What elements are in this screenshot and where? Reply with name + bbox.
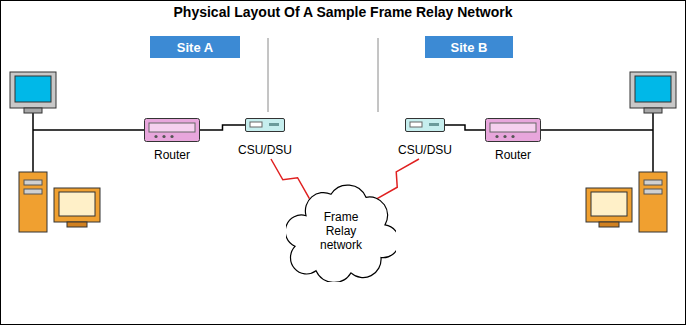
monitor-body bbox=[586, 188, 632, 222]
monitor-body bbox=[10, 72, 56, 108]
serial-cable bbox=[200, 125, 245, 130]
device-label: CSU/DSU bbox=[398, 143, 452, 157]
diagram-title: Physical Layout Of A Sample Frame Relay … bbox=[0, 4, 686, 20]
router-light bbox=[154, 135, 157, 138]
csu-dsu-icon bbox=[245, 118, 285, 132]
csu-dsu-body bbox=[405, 119, 444, 132]
csu-dsu-device: CSU/DSU bbox=[238, 118, 292, 157]
tower-body bbox=[639, 172, 667, 232]
csu-dsu-device: CSU/DSU bbox=[398, 118, 452, 157]
monitor-screen bbox=[591, 192, 627, 216]
wan-link bbox=[374, 159, 418, 200]
site-label-box: Site B bbox=[425, 36, 513, 58]
csu-dsu-panel bbox=[250, 122, 262, 127]
csu-dsu-slot bbox=[429, 123, 439, 126]
site-label-box: Site A bbox=[150, 36, 240, 58]
router-light bbox=[170, 135, 173, 138]
monitor-body bbox=[54, 188, 100, 222]
tower-body bbox=[19, 172, 47, 232]
serial-cable bbox=[445, 125, 485, 130]
network-cloud: Frame Relay network bbox=[286, 180, 396, 282]
router-light bbox=[162, 135, 165, 138]
router-light bbox=[503, 135, 506, 138]
csu-dsu-body bbox=[245, 119, 284, 132]
router-device: Router bbox=[485, 118, 541, 162]
monitor-screen bbox=[59, 192, 95, 216]
lan-wire bbox=[33, 113, 144, 172]
csu-dsu-icon bbox=[405, 118, 445, 132]
router-panel bbox=[490, 123, 536, 132]
cloud-shape bbox=[286, 185, 396, 282]
router-light bbox=[511, 135, 514, 138]
monitor-stand bbox=[599, 222, 619, 227]
site-name: Site A bbox=[177, 40, 213, 55]
router-icon bbox=[144, 118, 200, 142]
monitor-stand bbox=[644, 108, 662, 113]
site-divider bbox=[268, 38, 269, 112]
device-label: Router bbox=[154, 148, 190, 162]
network-name: Frame Relay network bbox=[311, 210, 371, 252]
tower-drive bbox=[24, 189, 42, 194]
lan-wire bbox=[541, 113, 653, 172]
site-divider bbox=[378, 38, 379, 112]
csu-dsu-slot bbox=[269, 123, 279, 126]
monitor-screen bbox=[15, 76, 51, 102]
monitor-body bbox=[630, 72, 676, 108]
monitor-stand bbox=[24, 108, 42, 113]
router-device: Router bbox=[144, 118, 200, 162]
router-body bbox=[145, 119, 200, 142]
monitor-screen bbox=[635, 76, 671, 102]
tower-drive bbox=[24, 180, 42, 185]
monitor-stand bbox=[67, 222, 87, 227]
device-label: Router bbox=[495, 148, 531, 162]
site-name: Site B bbox=[451, 40, 488, 55]
router-panel bbox=[149, 123, 195, 132]
csu-dsu-panel bbox=[410, 122, 422, 127]
wan-link bbox=[271, 159, 309, 199]
device-label: CSU/DSU bbox=[238, 143, 292, 157]
tower-drive bbox=[644, 180, 662, 185]
router-body bbox=[486, 119, 541, 142]
router-icon bbox=[485, 118, 541, 142]
tower-drive bbox=[644, 189, 662, 194]
router-light bbox=[495, 135, 498, 138]
